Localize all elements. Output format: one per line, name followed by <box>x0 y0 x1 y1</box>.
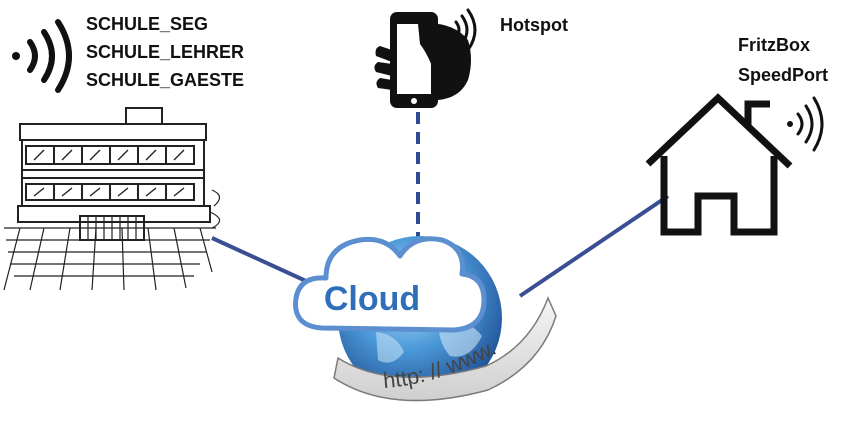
smartphone-icon <box>374 12 471 108</box>
ssid-item: SCHULE_SEG <box>86 14 209 34</box>
ssid-list: SCHULE_SEG SCHULE_LEHRER SCHULE_GAESTE <box>86 10 244 94</box>
school-building-icon <box>3 107 221 291</box>
hotspot-wifi-icon <box>446 8 477 52</box>
link-home-cloud <box>518 194 670 298</box>
router-wifi-icon <box>787 96 824 152</box>
router-list: FritzBox SpeedPort <box>738 30 828 90</box>
wifi-icon <box>12 19 72 93</box>
home-icon <box>645 93 793 236</box>
ssid-item: SCHULE_LEHRER <box>86 42 245 62</box>
router-name: FritzBox <box>738 35 810 55</box>
cloud-label: Cloud <box>324 280 420 318</box>
router-name: SpeedPort <box>738 65 829 85</box>
cloud-icon: Cloud <box>293 236 487 333</box>
hotspot-label: Hotspot <box>500 15 568 35</box>
ssid-item: SCHULE_GAESTE <box>86 70 245 90</box>
